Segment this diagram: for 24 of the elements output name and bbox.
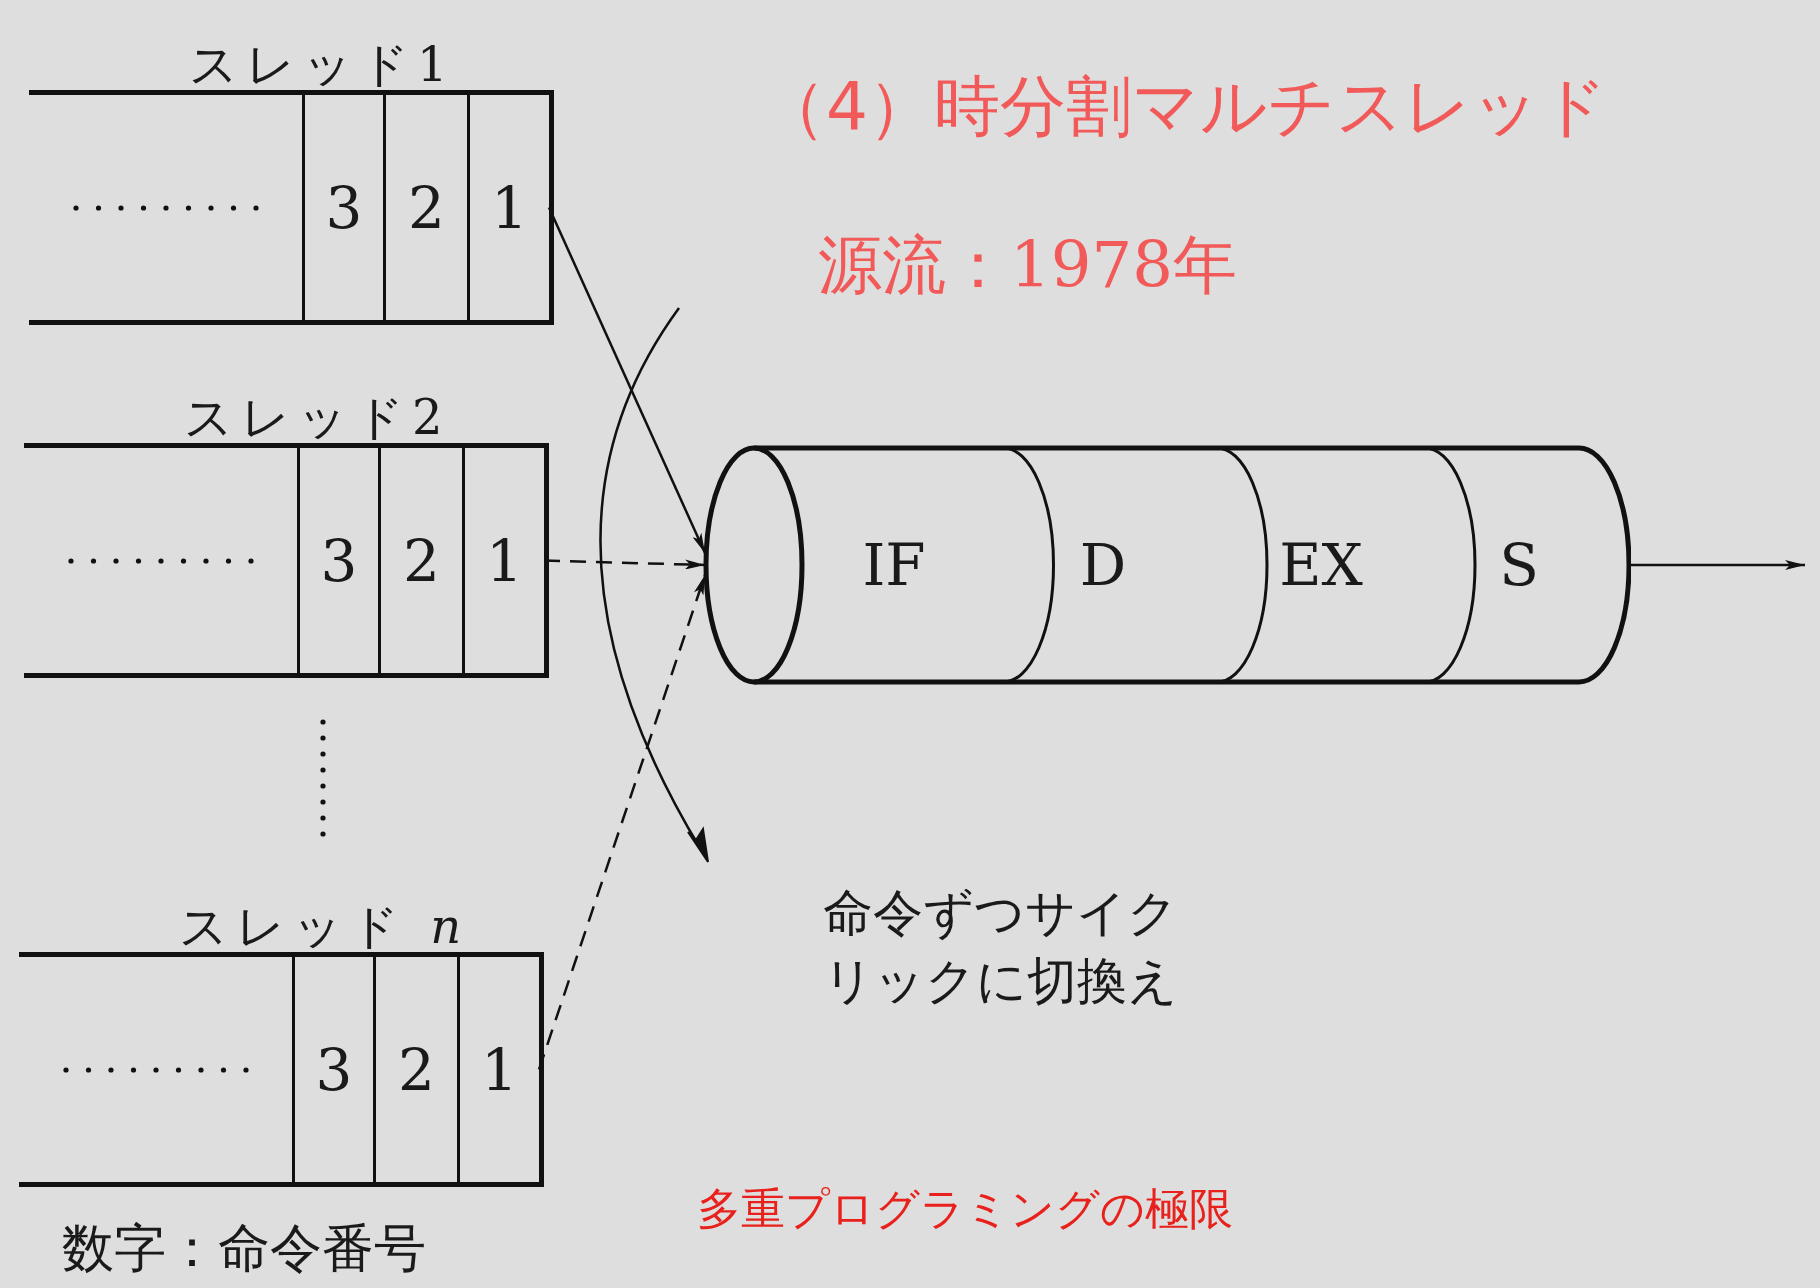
thread-label: スレッド2 <box>184 388 451 447</box>
pipeline-stage: IF <box>814 515 974 615</box>
caption-text: 多重プログラミングの極限 <box>697 1182 1233 1236</box>
instruction-number: 3 <box>297 448 378 673</box>
instruction-number: 2 <box>383 95 467 320</box>
pipeline-stage: S <box>1439 515 1599 615</box>
instruction-number: 2 <box>378 448 462 673</box>
instruction-number: 3 <box>302 95 383 320</box>
instruction-number: 2 <box>373 957 457 1182</box>
title: （4）時分割マルチスレッド <box>760 67 1608 147</box>
annotation-text: 命令ずつサイクリックに切換え <box>821 883 1179 1012</box>
thread-label: スレッド1 <box>189 35 456 94</box>
arrow <box>1631 560 1805 570</box>
pipeline-stage: EX <box>1241 515 1401 615</box>
arrow <box>547 207 707 554</box>
instruction-number: 3 <box>292 957 373 1182</box>
note-text: 源流：1978年 <box>818 227 1237 304</box>
arrow <box>537 574 707 1070</box>
instruction-number: 1 <box>457 957 539 1182</box>
instruction-number: 1 <box>467 95 549 320</box>
instruction-number: 1 <box>462 448 544 673</box>
legend-note: 数字：命令番号 <box>62 1217 426 1280</box>
thread-label: スレッド n <box>179 897 470 956</box>
pipeline-stage: D <box>1023 515 1183 615</box>
